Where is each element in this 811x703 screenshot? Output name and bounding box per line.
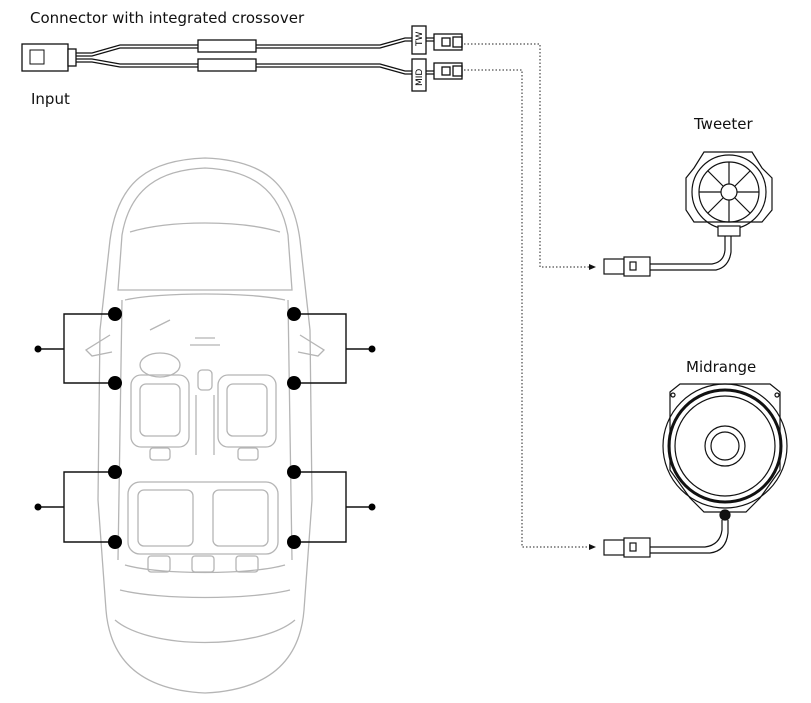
mid-tag-text: MID <box>415 69 425 86</box>
car-top-view-icon <box>84 157 326 694</box>
tw-tag <box>411 25 427 55</box>
front-left-seat <box>130 374 190 461</box>
steering-wheel <box>139 352 181 378</box>
tw-tag-text: TW <box>415 32 425 47</box>
harness-title: Connector with integrated crossover <box>30 9 305 27</box>
rear-left-lower-point <box>108 535 122 549</box>
tweeter-speaker-icon <box>650 151 773 271</box>
dotted-links <box>464 43 594 548</box>
car-body <box>97 157 313 694</box>
tw-dotted-link <box>464 43 594 268</box>
front-right-lower-point <box>287 376 301 390</box>
mid-plug <box>433 62 463 80</box>
tw-arrow <box>589 264 596 270</box>
rear-right-lower-point <box>287 535 301 549</box>
input-label: Input <box>31 90 70 108</box>
tweeter-plug <box>603 256 651 277</box>
car-speaker-wiring <box>38 313 372 543</box>
tweeter-label: Tweeter <box>694 115 753 133</box>
midrange-plug <box>603 537 651 558</box>
mid-arrow <box>589 544 596 550</box>
front-left-upper-point <box>108 307 122 321</box>
midrange-label: Midrange <box>686 358 757 376</box>
tw-plug <box>433 33 463 51</box>
front-right-seat <box>217 374 277 461</box>
arrow-heads <box>589 264 596 550</box>
rear-seat <box>127 481 279 573</box>
front-left-lower-point <box>108 376 122 390</box>
rear-right-terminal <box>368 503 376 511</box>
front-right-upper-point <box>287 307 301 321</box>
crossover-harness <box>21 25 463 92</box>
rear-right-upper-point <box>287 465 301 479</box>
crossover-sleeve-top <box>197 39 257 53</box>
crossover-sleeve-bottom <box>197 58 257 72</box>
midrange-speaker-icon <box>650 383 788 554</box>
rear-left-terminal <box>34 503 42 511</box>
front-right-terminal <box>368 345 376 353</box>
mid-tag <box>411 58 427 92</box>
right-mirror <box>297 334 326 357</box>
front-left-terminal <box>34 345 42 353</box>
mid-dotted-link <box>464 69 594 548</box>
left-mirror <box>84 334 113 357</box>
input-connector <box>21 43 69 72</box>
speaker-points <box>34 307 376 549</box>
rear-left-upper-point <box>108 465 122 479</box>
